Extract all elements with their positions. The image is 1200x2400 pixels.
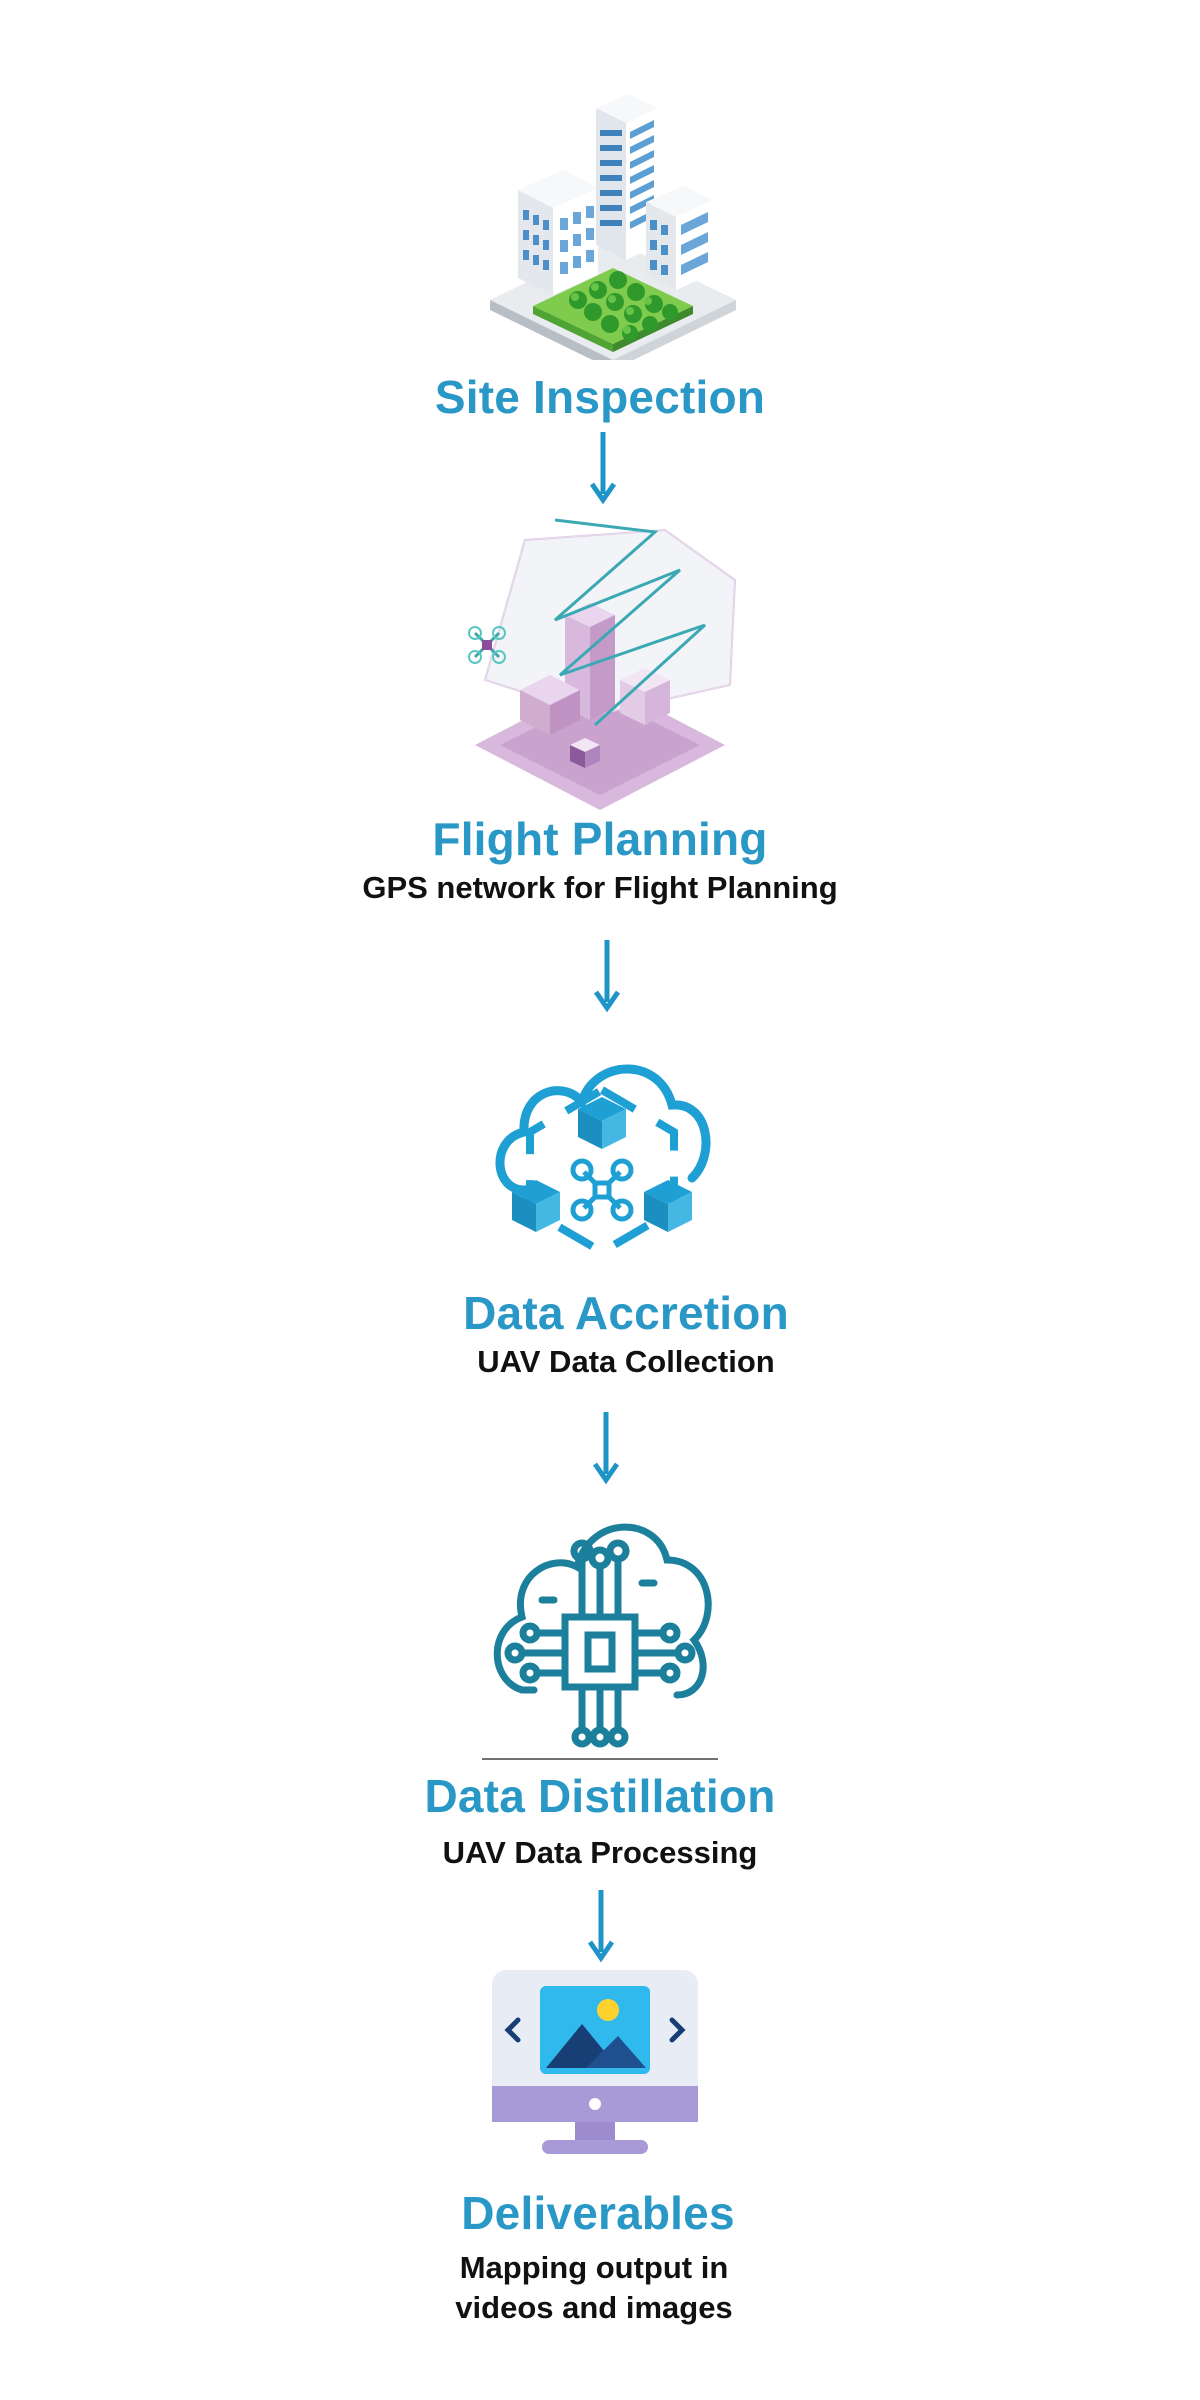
step-subtitle: UAV Data Collection <box>477 1344 775 1379</box>
step-subtitle: UAV Data Processing <box>442 1835 758 1870</box>
arrow-down-icon <box>590 432 616 506</box>
step-flight-planning: Flight Planning GPS network for Flight P… <box>0 510 1200 930</box>
step-site-inspection: Site Inspection <box>0 0 1200 440</box>
step-subtitle-line-1: Mapping output in <box>459 2250 729 2285</box>
step-title: Site Inspection <box>434 371 766 423</box>
step-title: Data Distillation <box>424 1770 776 1822</box>
arrow-down-icon <box>588 1890 614 1964</box>
step-deliverables: Deliverables Mapping output in videos an… <box>0 1968 1200 2388</box>
cloud-chip-circuit-icon <box>482 1505 718 1765</box>
step-data-distillation: Data Distillation UAV Data Processing <box>0 1505 1200 1885</box>
step-subtitle-line-2: videos and images <box>455 2290 733 2325</box>
isometric-city-icon <box>478 90 748 360</box>
flight-plan-drone-icon <box>445 510 755 810</box>
step-title: Deliverables <box>461 2187 735 2239</box>
step-title: Data Accretion <box>463 1287 789 1339</box>
step-subtitle: GPS network for Flight Planning <box>362 870 838 905</box>
step-data-accretion: Data Accretion UAV Data Collection <box>0 1040 1200 1400</box>
cloud-drone-network-icon <box>484 1040 720 1280</box>
arrow-down-icon <box>594 940 620 1014</box>
monitor-image-icon <box>490 1968 700 2158</box>
arrow-down-icon <box>593 1412 619 1486</box>
step-title: Flight Planning <box>432 813 768 865</box>
